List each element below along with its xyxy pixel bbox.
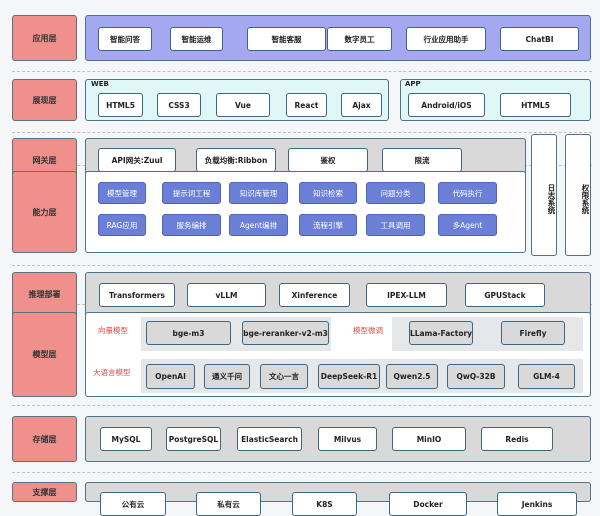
item-support-1: 私有云 [196, 492, 261, 516]
item-inference-0: Transformers [99, 283, 175, 307]
item-model-6: GLM-4 [518, 364, 575, 389]
item-storage-2: ElasticSearch [237, 427, 302, 451]
item-model-2: 文心一言 [260, 364, 308, 389]
item-app-2: 智能客服 [247, 27, 326, 51]
item-app-5: ChatBI [500, 27, 579, 51]
item-inference-4: GPUStack [465, 283, 545, 307]
item-support-3: Docker [389, 492, 467, 516]
item-capability-8: Agent编排 [229, 214, 288, 236]
item-support-4: Jenkins [497, 492, 577, 516]
finetune-label: 模型微调 [353, 326, 383, 335]
layer-divider [12, 472, 592, 473]
item-app-4: 行业应用助手 [406, 27, 486, 51]
item-capability-9: 流程引擎 [299, 214, 357, 236]
layer-divider [12, 405, 592, 406]
item-storage-1: PostgreSQL [166, 427, 221, 451]
item-model-1: 通义千问 [204, 364, 250, 389]
item-capability-0: 模型管理 [98, 182, 146, 204]
item-model-0: bge-m3 [146, 321, 231, 345]
item-web-2: Vue [216, 93, 270, 117]
item-support-0: 公有云 [100, 492, 166, 516]
layer-label-support: 支撑层 [12, 482, 77, 502]
permission-system-panel: 权限系统 [565, 134, 591, 256]
item-storage-0: MySQL [100, 427, 152, 451]
layer-label-app: 应用层 [12, 15, 77, 61]
item-model-1: Firefly [501, 321, 565, 345]
item-model-3: DeepSeek-R1 [318, 364, 380, 389]
item-model-1: bge-reranker-v2-m3 [242, 321, 329, 345]
item-gateway-0: API网关:Zuul [98, 148, 176, 172]
item-model-0: OpenAI [146, 364, 195, 389]
item-inference-2: Xinference [279, 283, 350, 307]
item-capability-2: 知识库管理 [229, 182, 288, 204]
item-gateway-1: 负载均衡:Ribbon [196, 148, 276, 172]
item-model-4: Qwen2.5 [386, 364, 438, 389]
log-system-panel: 日志系统 [531, 134, 557, 256]
item-capability-5: 代码执行 [438, 182, 497, 204]
item-model-0: LLama-Factory [409, 321, 473, 345]
item-capability-3: 知识检索 [299, 182, 357, 204]
layer-label-inference: 推理部署 [12, 272, 77, 317]
web-caption: WEB [91, 80, 109, 88]
item-capability-6: RAG应用 [98, 214, 146, 236]
layer-label-capability: 能力层 [12, 171, 77, 253]
item-app-3: 数字员工 [327, 27, 392, 51]
item-model-5: QwQ-32B [447, 364, 505, 389]
layer-label-storage: 存储层 [12, 416, 77, 462]
item-capability-4: 问题分类 [366, 182, 425, 204]
item-capability-10: 工具调用 [366, 214, 425, 236]
item-storage-4: MinIO [392, 427, 466, 451]
layer-divider [12, 132, 592, 133]
layer-label-model: 模型层 [12, 312, 77, 397]
item-capability-1: 提示词工程 [162, 182, 221, 204]
llm-label: 大语言模型 [93, 368, 131, 377]
item-app-1: 智能运维 [170, 27, 223, 51]
item-web-1: CSS3 [157, 93, 201, 117]
item-gateway-3: 限流 [382, 148, 462, 172]
layer-divider [12, 265, 592, 266]
item-capability-11: 多Agent [438, 214, 497, 236]
item-inference-3: IPEX-LLM [366, 283, 447, 307]
item-support-2: K8S [292, 492, 357, 516]
item-mobile-1: HTML5 [500, 93, 571, 117]
item-web-0: HTML5 [98, 93, 143, 117]
item-storage-5: Redis [481, 427, 553, 451]
item-mobile-0: Android/iOS [408, 93, 485, 117]
item-storage-3: Milvus [318, 427, 377, 451]
layer-label-presentation: 展现层 [12, 79, 77, 121]
item-inference-1: vLLM [187, 283, 266, 307]
layer-divider [12, 71, 592, 72]
item-web-4: Ajax [341, 93, 382, 117]
item-app-0: 智能问答 [98, 27, 152, 51]
vector-model-label: 向量模型 [98, 326, 128, 335]
item-gateway-2: 鉴权 [288, 148, 368, 172]
item-capability-7: 服务编排 [162, 214, 221, 236]
app-caption: APP [405, 80, 421, 88]
item-web-3: React [286, 93, 327, 117]
